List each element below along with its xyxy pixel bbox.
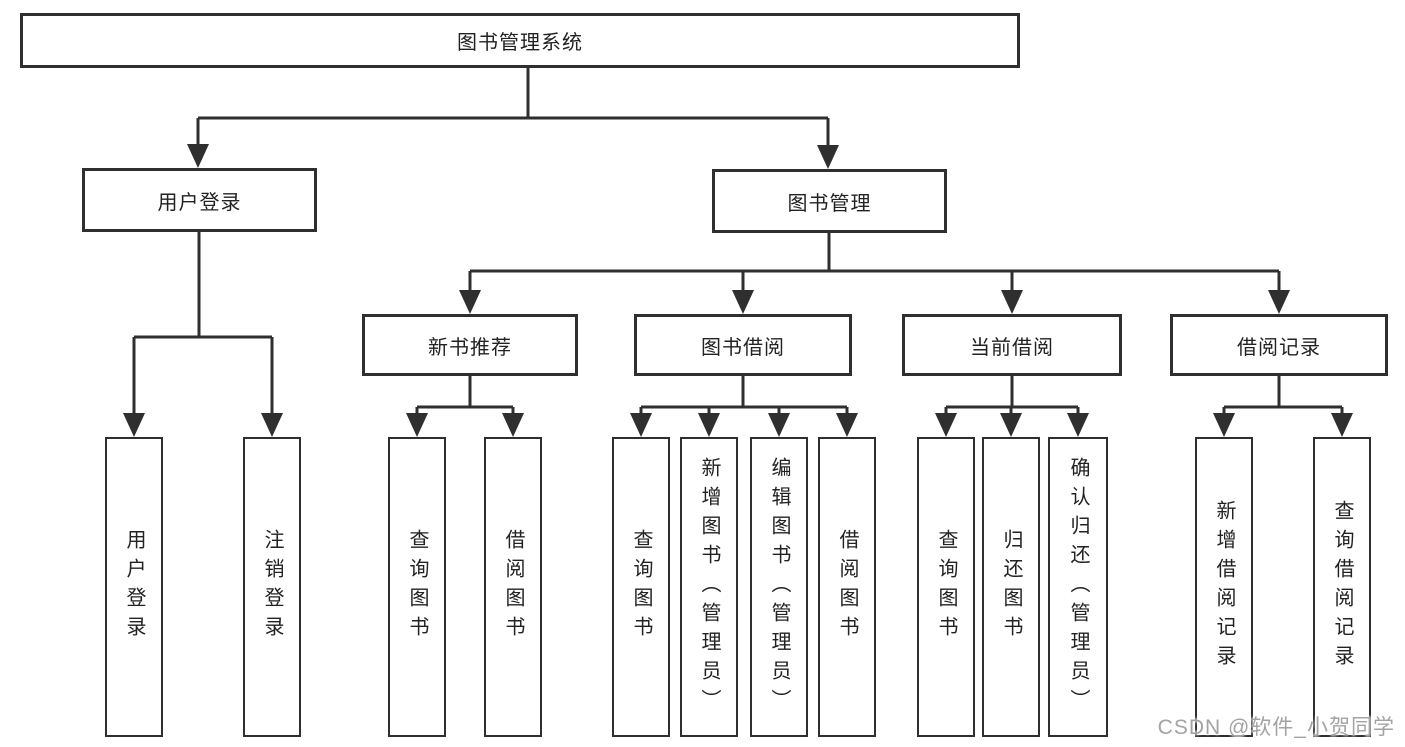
leaf-label: 归还图书: [1000, 529, 1022, 645]
flow-leaf-user-login: 用户登录: [105, 437, 163, 737]
flow-leaf-add-book-admin: 新增图书（管理员）: [680, 437, 738, 737]
flow-leaf-query-book-2: 查询图书: [612, 437, 670, 737]
flow-leaf-edit-book-admin: 编辑图书（管理员）: [750, 437, 808, 737]
flow-node-root: 图书管理系统: [20, 13, 1020, 68]
flow-leaf-add-borrow-record: 新增借阅记录: [1195, 437, 1253, 737]
leaf-label: 新增借阅记录: [1213, 500, 1235, 674]
leaf-label: 确认归还（管理员）: [1067, 456, 1089, 718]
flow-leaf-borrow-book-1: 借阅图书: [484, 437, 542, 737]
flow-leaf-borrow-book-2: 借阅图书: [818, 437, 876, 737]
leaf-label: 查询借阅记录: [1331, 500, 1353, 674]
leaf-label: 借阅图书: [836, 529, 858, 645]
leaf-label: 查询图书: [630, 529, 652, 645]
leaf-label: 借阅图书: [502, 529, 524, 645]
leaf-label: 查询图书: [935, 529, 957, 645]
leaf-label: 查询图书: [406, 529, 428, 645]
flow-node-borrow-records: 借阅记录: [1170, 314, 1388, 376]
flow-leaf-return-book: 归还图书: [982, 437, 1040, 737]
flow-leaf-query-book-3: 查询图书: [917, 437, 975, 737]
leaf-label: 编辑图书（管理员）: [768, 456, 790, 718]
flow-leaf-query-book-1: 查询图书: [388, 437, 446, 737]
flow-node-book-mgmt: 图书管理: [712, 169, 947, 233]
flow-leaf-confirm-return-admin: 确认归还（管理员）: [1048, 437, 1108, 737]
leaf-label: 注销登录: [261, 529, 283, 645]
leaf-label: 用户登录: [123, 529, 145, 645]
flow-node-book-borrow: 图书借阅: [634, 314, 852, 376]
flow-leaf-query-borrow-record: 查询借阅记录: [1313, 437, 1371, 737]
flow-leaf-logout: 注销登录: [243, 437, 301, 737]
watermark: CSDN @软件_小贺同学: [1157, 716, 1395, 739]
flow-node-current-borrow: 当前借阅: [902, 314, 1122, 376]
flow-node-user-login: 用户登录: [82, 168, 317, 232]
flow-node-new-book-recommend: 新书推荐: [362, 314, 578, 376]
leaf-label: 新增图书（管理员）: [698, 456, 720, 718]
